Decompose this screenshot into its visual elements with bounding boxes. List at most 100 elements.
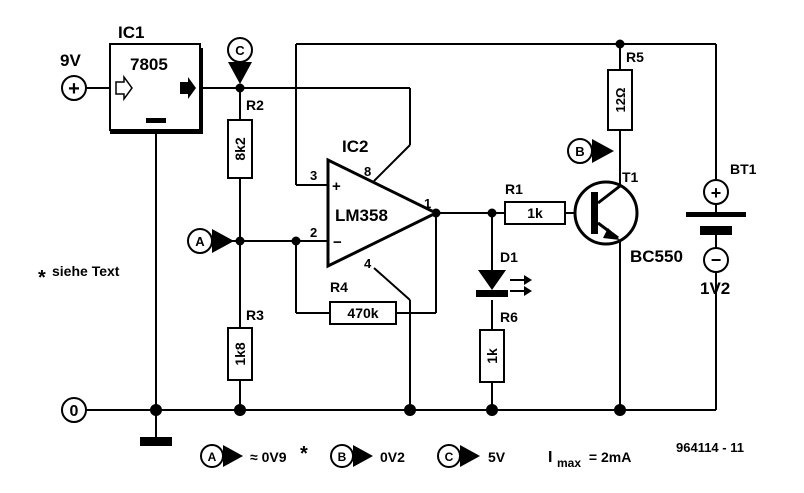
r4-value: 470k: [347, 305, 378, 321]
legend-a-value: ≈ 0V9: [250, 449, 287, 465]
battery-long-plate: [686, 212, 746, 217]
t1-type: BC550: [630, 247, 683, 266]
junction-dot: [486, 404, 498, 416]
legend-a-label: A: [208, 450, 217, 464]
ic1-type: 7805: [130, 55, 168, 74]
junction-dot: [234, 404, 246, 416]
ic2-pin-4: 4: [364, 256, 372, 271]
legend-c: C 5V: [437, 444, 506, 468]
junction-dot: [404, 404, 416, 416]
marker-a-label: A: [195, 234, 205, 249]
legend-b-value: 0V2: [380, 449, 405, 465]
plus-terminal-icon: [61, 75, 87, 101]
transistor-envelope: [573, 180, 639, 246]
ic2-plus-input: +: [332, 178, 341, 195]
r4-body: [329, 301, 397, 325]
t1-ref: T1: [622, 169, 639, 185]
legend-a-pointer-icon: [223, 445, 243, 467]
input-terminal: 9V +: [60, 51, 87, 101]
marker-b-pointer-icon: [592, 139, 614, 163]
r6-ref: R6: [500, 309, 518, 325]
r1-ref: R1: [505, 181, 523, 197]
battery-short-plate: [700, 226, 732, 235]
ic2-opamp: IC2 LM358 + − 3 2 8 4 1: [310, 137, 440, 271]
junction-dot: [487, 208, 497, 218]
ic2-pin-3: 3: [310, 168, 317, 183]
junction-dot: [291, 236, 301, 246]
junctions: [150, 39, 626, 416]
ground-terminal: 0: [61, 397, 87, 423]
ground-symbol-icon: [140, 437, 172, 446]
imax-symbol: I: [548, 449, 552, 466]
marker-c-label: C: [235, 43, 245, 58]
r2-value: 8k2: [232, 137, 248, 161]
legend-b: B 0V2: [330, 444, 405, 468]
r3-ref: R3: [246, 307, 264, 323]
led-triangle-icon: [478, 270, 506, 290]
marker-c-circle-icon: [227, 37, 253, 63]
r4-ref: R4: [330, 279, 348, 295]
junction-dot: [150, 404, 162, 416]
r5-ref: R5: [626, 49, 644, 65]
r2-ref: R2: [246, 97, 264, 113]
ic1-regulator: IC1 7805: [109, 23, 203, 134]
ic2-triangle: [326, 157, 440, 269]
resistor-r5: R5 12Ω: [607, 49, 644, 131]
transistor-base-bar: [591, 192, 598, 234]
r1-body: [504, 201, 566, 225]
ground-terminal-label: 0: [70, 403, 79, 420]
junction-dot: [235, 236, 245, 246]
marker-a-pointer-icon: [212, 229, 234, 253]
bt1-ref: BT1: [730, 161, 757, 177]
imax-value: = 2mA: [585, 449, 631, 465]
resistor-r6: R6 1k: [479, 309, 518, 383]
legend-c-pointer-icon: [460, 445, 480, 467]
input-voltage-label: 9V: [60, 51, 81, 70]
legend-a: A ≈ 0V9 *: [200, 443, 308, 468]
imax-subscript: max: [557, 456, 581, 470]
led-d1: D1: [476, 249, 532, 297]
r2-body: [227, 119, 253, 179]
ic1-output-arrow-icon: [180, 77, 196, 99]
ic1-ref: IC1: [118, 23, 144, 42]
ic2-minus-input: −: [333, 234, 342, 251]
ic1-input-arrow-icon: [115, 74, 133, 102]
resistor-r4: R4 470k: [329, 279, 397, 325]
bt1-plus: +: [711, 183, 722, 203]
r5-value: 12Ω: [613, 88, 628, 113]
input-terminal-symbol: +: [68, 78, 80, 100]
junction-dot: [615, 39, 625, 49]
ic2-type: LM358: [335, 206, 388, 225]
marker-b-label: B: [575, 144, 584, 159]
marker-c: C: [227, 37, 253, 84]
battery-minus-icon: [703, 247, 729, 273]
transistor-t1: T1 BC550: [573, 169, 683, 266]
bt1-voltage: 1V2: [700, 279, 730, 298]
legend: A ≈ 0V9 * B 0V2 C 5V I max = 2mA: [200, 443, 631, 470]
r3-body: [227, 327, 253, 381]
r6-body: [479, 329, 505, 383]
note-text: siehe Text: [52, 263, 120, 279]
marker-c-pointer-icon: [228, 62, 252, 84]
ic2-ref: IC2: [342, 137, 368, 156]
d1-ref: D1: [500, 249, 518, 265]
ic1-ground-tab: [146, 118, 166, 123]
ic2-pin-8: 8: [364, 164, 371, 179]
legend-a-star: *: [300, 443, 308, 465]
resistor-r2: R2 8k2: [227, 97, 264, 179]
battery-bt1: BT1 + − 1V2: [686, 161, 757, 298]
bt1-minus: −: [711, 250, 722, 270]
junction-dot: [235, 83, 245, 93]
legend-c-value: 5V: [488, 449, 506, 465]
figure-id: 964114 - 11: [676, 440, 744, 455]
ic2-pin-1: 1: [424, 196, 431, 211]
legend-b-label: B: [338, 450, 347, 464]
junction-dot: [614, 404, 626, 416]
resistor-r3: R3 1k8: [227, 307, 264, 381]
legend-b-pointer-icon: [353, 445, 373, 467]
note: * siehe Text: [38, 263, 120, 289]
emitter-arrow-icon: [603, 228, 620, 240]
marker-a: A: [187, 228, 234, 254]
r6-value: 1k: [484, 348, 500, 364]
